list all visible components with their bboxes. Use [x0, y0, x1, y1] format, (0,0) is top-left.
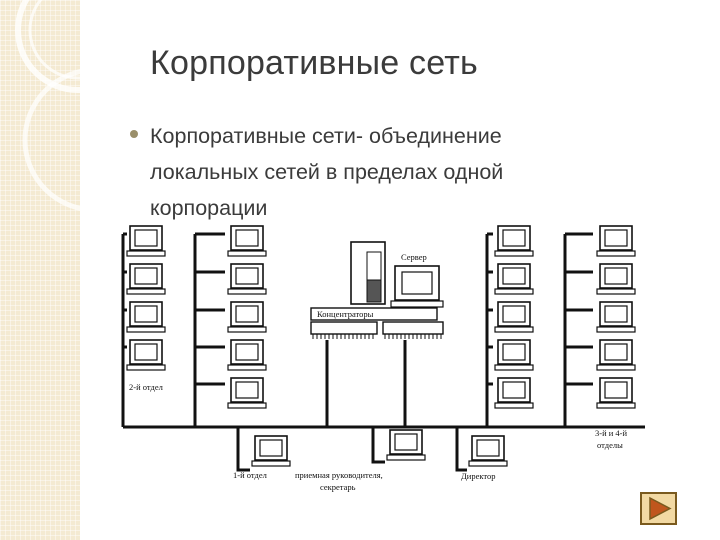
pc-right-7: [596, 263, 636, 295]
pc-left-9: [227, 377, 267, 409]
pc-right-8: [596, 301, 636, 333]
pc-right-5: [494, 377, 534, 409]
pc-left-7: [227, 301, 267, 333]
label-reception-line1: приемная руководителя,: [295, 470, 383, 480]
label-director: Директор: [461, 471, 496, 481]
bullet-marker: [130, 130, 138, 138]
label-dept2: 2-й отдел: [129, 382, 164, 392]
server-icon: [350, 241, 444, 308]
pc-left-5: [227, 225, 267, 257]
pc-right-3: [494, 301, 534, 333]
pc-right-9: [596, 339, 636, 371]
bullet-text: Корпоративные сети- объединение локальны…: [150, 124, 504, 220]
label-reception-line2: секретарь: [320, 482, 356, 492]
pc-left-1: [126, 225, 166, 257]
pc-right-1: [494, 225, 534, 257]
next-slide-button[interactable]: [640, 492, 677, 525]
pc-left-3: [126, 301, 166, 333]
cable-lines: [121, 232, 645, 472]
decorative-side-band: [0, 0, 80, 540]
pc-left-6: [227, 263, 267, 295]
network-diagram: Сервер Концентраторы 2-й отдел 1-й отдел…: [121, 225, 645, 492]
pc-left-4: [126, 339, 166, 371]
label-dept1: 1-й отдел: [233, 470, 268, 480]
pc-reception: [386, 429, 426, 461]
label-dept34-line1: 3-й и 4-й: [595, 428, 628, 438]
hubs-icon: [310, 307, 444, 339]
slide-title: Корпоративные сеть: [150, 44, 478, 82]
pc-left-2: [126, 263, 166, 295]
pc-left-8: [227, 339, 267, 371]
pc-dept1: [251, 435, 291, 467]
decorative-arcs: [15, 0, 80, 211]
label-server: Сервер: [401, 252, 427, 262]
label-dept34-line2: отделы: [597, 440, 623, 450]
play-triangle-icon: [649, 496, 672, 521]
label-hubs: Концентраторы: [317, 309, 374, 319]
pc-right-10: [596, 377, 636, 409]
pc-right-6: [596, 225, 636, 257]
pc-right-2: [494, 263, 534, 295]
pc-right-4: [494, 339, 534, 371]
pc-director: [468, 435, 508, 467]
